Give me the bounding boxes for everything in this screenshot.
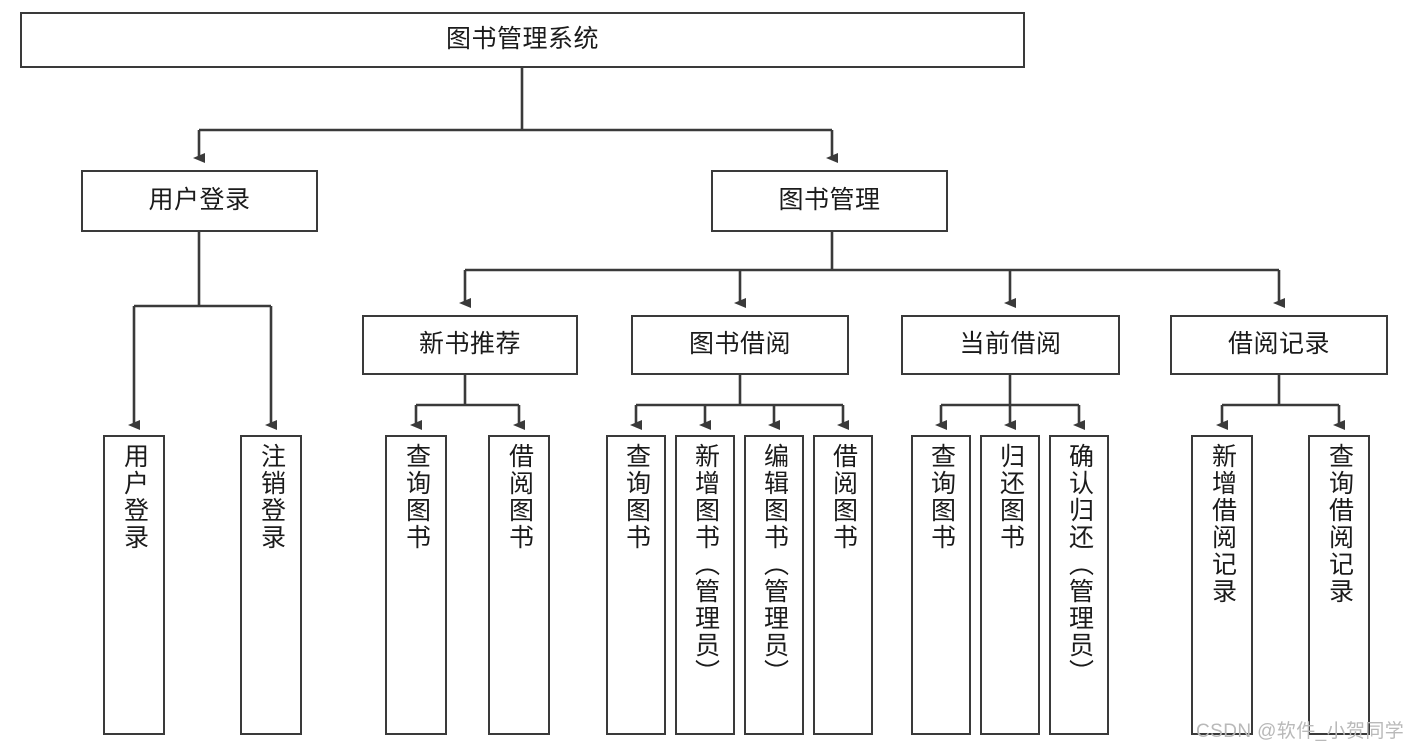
node-label: 注销登录: [257, 443, 286, 551]
node-label: 用户登录: [148, 186, 251, 215]
node-label: 新增图书（管理员）: [691, 443, 720, 686]
node-leaf-confirm-return-admin[interactable]: 确认归还（管理员）: [1049, 435, 1109, 735]
node-leaf-return-book[interactable]: 归还图书: [980, 435, 1040, 735]
node-root-book-management-system[interactable]: 图书管理系统: [20, 12, 1025, 68]
node-leaf-borrow-book[interactable]: 借阅图书: [813, 435, 873, 735]
node-leaf-edit-book-admin[interactable]: 编辑图书（管理员）: [744, 435, 804, 735]
node-label: 借阅图书: [829, 443, 858, 551]
node-leaf-query-borrow-record[interactable]: 查询借阅记录: [1308, 435, 1370, 735]
node-label: 借阅记录: [1227, 330, 1330, 359]
node-label: 查询图书: [622, 443, 651, 551]
node-label: 当前借阅: [959, 330, 1062, 359]
node-label: 确认归还（管理员）: [1065, 443, 1094, 686]
node-label: 查询图书: [402, 443, 431, 551]
node-borrowing-record[interactable]: 借阅记录: [1170, 315, 1388, 375]
node-leaf-user-login[interactable]: 用户登录: [103, 435, 165, 735]
node-leaf-query-book-borrow[interactable]: 查询图书: [606, 435, 666, 735]
node-leaf-add-book-admin[interactable]: 新增图书（管理员）: [675, 435, 735, 735]
node-label: 新增借阅记录: [1208, 443, 1237, 605]
node-label: 用户登录: [120, 443, 149, 551]
node-label: 查询借阅记录: [1325, 443, 1354, 605]
node-label: 图书管理: [778, 186, 881, 215]
node-user-login[interactable]: 用户登录: [81, 170, 318, 232]
node-current-borrowing[interactable]: 当前借阅: [901, 315, 1120, 375]
node-leaf-query-book-new[interactable]: 查询图书: [385, 435, 447, 735]
node-label: 编辑图书（管理员）: [760, 443, 789, 686]
node-label: 图书管理系统: [445, 25, 599, 54]
node-label: 归还图书: [996, 443, 1025, 551]
node-leaf-add-borrow-record[interactable]: 新增借阅记录: [1191, 435, 1253, 735]
csdn-watermark: CSDN @软件_小贺同学: [1196, 721, 1405, 742]
node-label: 图书借阅: [688, 330, 791, 359]
node-label: 借阅图书: [505, 443, 534, 551]
node-book-management[interactable]: 图书管理: [711, 170, 948, 232]
node-leaf-logout[interactable]: 注销登录: [240, 435, 302, 735]
node-leaf-query-book-current[interactable]: 查询图书: [911, 435, 971, 735]
node-leaf-borrow-book-new[interactable]: 借阅图书: [488, 435, 550, 735]
node-new-book-recommendation[interactable]: 新书推荐: [362, 315, 578, 375]
node-label: 新书推荐: [418, 330, 521, 359]
node-label: 查询图书: [927, 443, 956, 551]
node-book-borrowing[interactable]: 图书借阅: [631, 315, 849, 375]
